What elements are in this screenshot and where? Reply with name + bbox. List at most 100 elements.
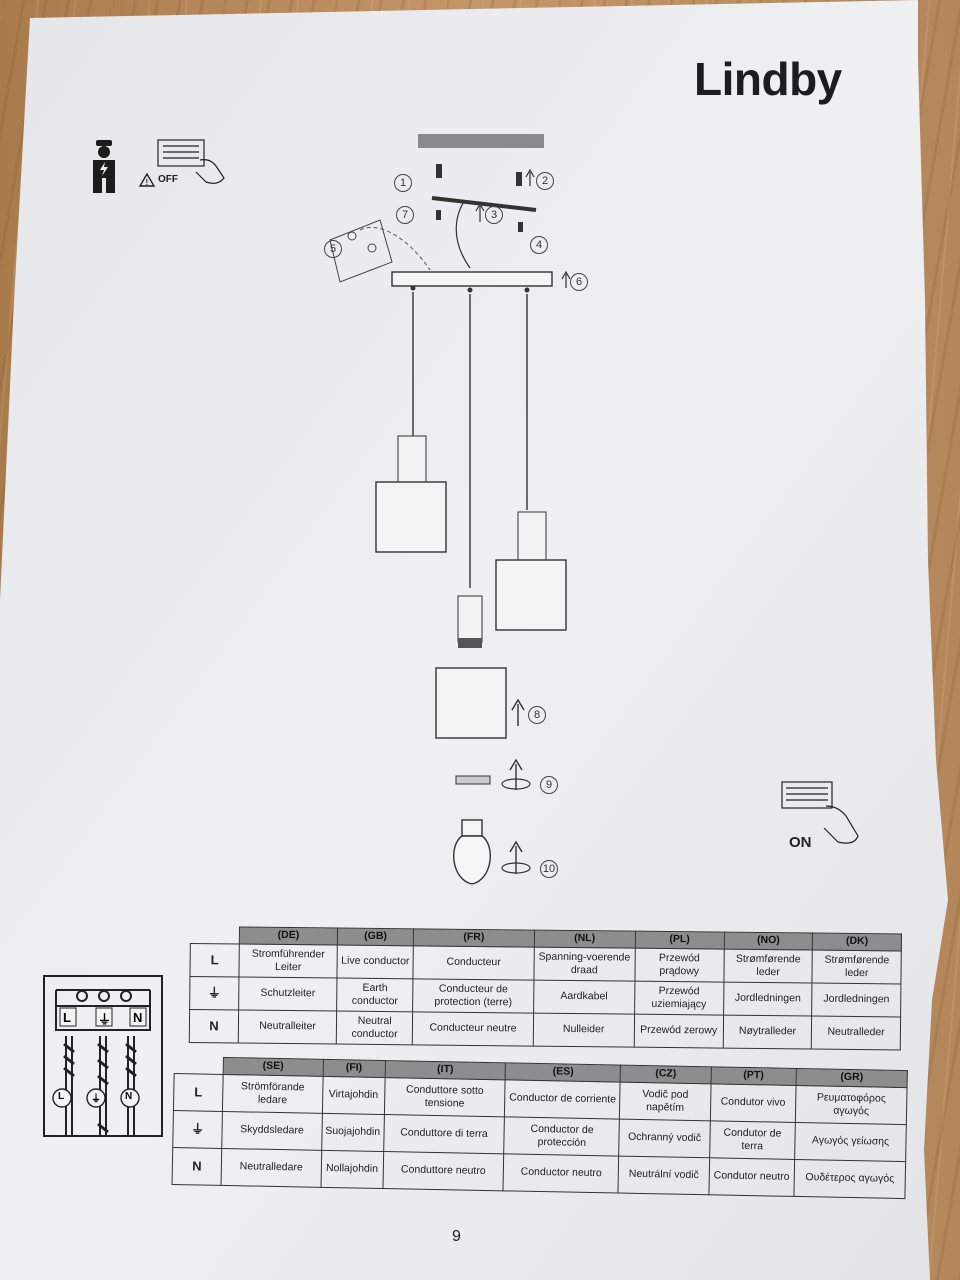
wire-label-live: L: [58, 1091, 65, 1102]
table-cell: Spanning-voerende draad: [533, 947, 635, 982]
table-cell: Conductor neutro: [503, 1153, 620, 1194]
table-cell: Neutralleiter: [238, 1010, 337, 1045]
row-label-live: L: [173, 1073, 224, 1112]
lamp-shade-right: [495, 559, 567, 631]
table-cell: Vodič pod napětím: [619, 1082, 711, 1121]
table-cell: Condutor de terra: [709, 1120, 796, 1160]
lamp-socket-right: [517, 511, 547, 561]
page-number: 9: [452, 1228, 461, 1245]
table-cell: Jordledningen: [723, 982, 813, 1017]
wire-table-bottom: (SE) (FI) (IT) (ES) (CZ) (PT) (GR) L Str…: [172, 1056, 908, 1199]
arrow-up-icon: [511, 698, 525, 726]
step-number-3: 3: [485, 206, 503, 224]
table-cell: Ουδέτερος αγωγός: [794, 1159, 906, 1199]
switch-on-label: ON: [789, 834, 812, 851]
table-cell: Conducteur: [413, 945, 535, 981]
table-cell: Conduttore neutro: [382, 1151, 505, 1191]
lamp-socket-left: [397, 435, 427, 483]
lang-header-se: (SE): [223, 1057, 324, 1077]
lang-header-cz: (CZ): [620, 1065, 711, 1084]
step-number-9: 9: [540, 776, 558, 794]
table-cell: Strømførende leder: [812, 950, 902, 984]
table-cell: Neutralledare: [221, 1148, 322, 1188]
table-cell: Conduttore di terra: [383, 1114, 505, 1154]
table-cell: Live conductor: [337, 945, 414, 979]
table-cell: Neutralleder: [811, 1016, 901, 1050]
step-number-10: 10: [540, 860, 558, 878]
light-bulb-icon: [453, 819, 491, 885]
lang-header-pt: (PT): [710, 1066, 797, 1086]
wire-label-neutral: N: [125, 1091, 133, 1102]
breaker-on-icon: [781, 781, 859, 844]
step-number-1: 1: [394, 174, 412, 192]
switch-off-label: OFF: [158, 174, 178, 185]
lang-header-de: (DE): [239, 927, 338, 946]
lang-header-no: (NO): [724, 932, 813, 951]
table-cell: Nulleider: [533, 1013, 635, 1048]
step-number-2: 2: [536, 172, 554, 190]
table-cell: Strømførende leder: [723, 949, 813, 984]
lamp-socket-middle: [457, 595, 483, 643]
lang-header-gr: (GR): [796, 1068, 908, 1088]
table-cell: Ochranný vodič: [619, 1119, 710, 1158]
table-cell: Conducteur de protection (terre): [412, 978, 534, 1014]
table-cell: Nollajohdin: [320, 1150, 384, 1189]
ceiling-icon: [418, 134, 544, 148]
wire-label-earth: ⏚: [91, 1094, 101, 1105]
table-cell: Nøytralleder: [723, 1015, 812, 1050]
table-cell: Conduttore sotto tensione: [383, 1077, 506, 1117]
lang-header-es: (ES): [505, 1062, 621, 1083]
terminal-label-neutral: N: [133, 1010, 143, 1025]
lang-header-gb: (GB): [337, 928, 414, 946]
table-cell: Schutzleiter: [238, 977, 338, 1012]
row-label-earth: ⏚: [172, 1110, 223, 1149]
table-cell: Przewód uziemiający: [634, 981, 724, 1016]
power-cable: [455, 199, 471, 269]
breaker-off-icon: [157, 139, 225, 184]
lamp-shade-left: [375, 481, 447, 553]
table-cell: Suojajohdin: [321, 1113, 384, 1152]
step-number-8: 8: [528, 706, 546, 724]
table-cell: Przewód prądowy: [634, 948, 725, 983]
row-label-live: L: [189, 943, 240, 978]
table-cell: Condutor vivo: [709, 1083, 797, 1123]
row-label-neutral: N: [172, 1147, 222, 1186]
table-cell: Ρευματοφόρος αγωγός: [795, 1085, 908, 1125]
table-cell: Conductor de protección: [504, 1116, 620, 1157]
lang-header-nl: (NL): [534, 930, 636, 949]
wire-table-top: (DE) (GB) (FR) (NL) (PL) (NO) (DK) L Str…: [189, 926, 902, 1050]
table-cell: Condutor neutro: [708, 1157, 795, 1197]
lamp-shade-step8: [435, 667, 507, 739]
table-cell: Strömförande ledare: [222, 1074, 323, 1114]
table-cell: Earth conductor: [336, 978, 414, 1012]
lang-header-fr: (FR): [413, 928, 535, 948]
table-cell: Virtajohdin: [322, 1076, 385, 1115]
lang-header-pl: (PL): [634, 931, 725, 950]
table-cell: Αγωγός γείωσης: [794, 1122, 907, 1162]
row-label-earth: ⏚: [189, 976, 239, 1011]
ceiling-canopy: [391, 271, 553, 287]
table-cell: Przewód zerowy: [633, 1014, 724, 1049]
mounting-bracket: [431, 196, 537, 212]
row-label-neutral: N: [189, 1009, 239, 1044]
svg-text:!: !: [146, 178, 149, 187]
table-cell: Neutral conductor: [336, 1011, 413, 1045]
fixing-ring: [455, 775, 491, 785]
step-number-7: 7: [396, 206, 414, 224]
table-cell: Skyddsledare: [221, 1111, 323, 1151]
terminal-label-earth: ⏚: [98, 1012, 112, 1027]
warning-icon: [138, 172, 156, 187]
table-cell: Aardkabel: [533, 980, 635, 1015]
table-cell: Stromführender Leiter: [238, 944, 338, 979]
table-cell: Jordledningen: [811, 983, 901, 1017]
step-number-4: 4: [530, 236, 548, 254]
lang-header-dk: (DK): [812, 933, 902, 951]
brand-logo: Lindby: [694, 53, 842, 105]
table-cell: Conductor de corriente: [504, 1079, 621, 1120]
table-row-neutral: N Neutralleiter Neutral conductor Conduc…: [189, 1009, 901, 1050]
table-cell: Neutrální vodič: [618, 1156, 710, 1195]
terminal-label-live: L: [63, 1010, 71, 1025]
terminal-block-diagram: [43, 975, 163, 1137]
step-number-5: 5: [324, 240, 342, 258]
